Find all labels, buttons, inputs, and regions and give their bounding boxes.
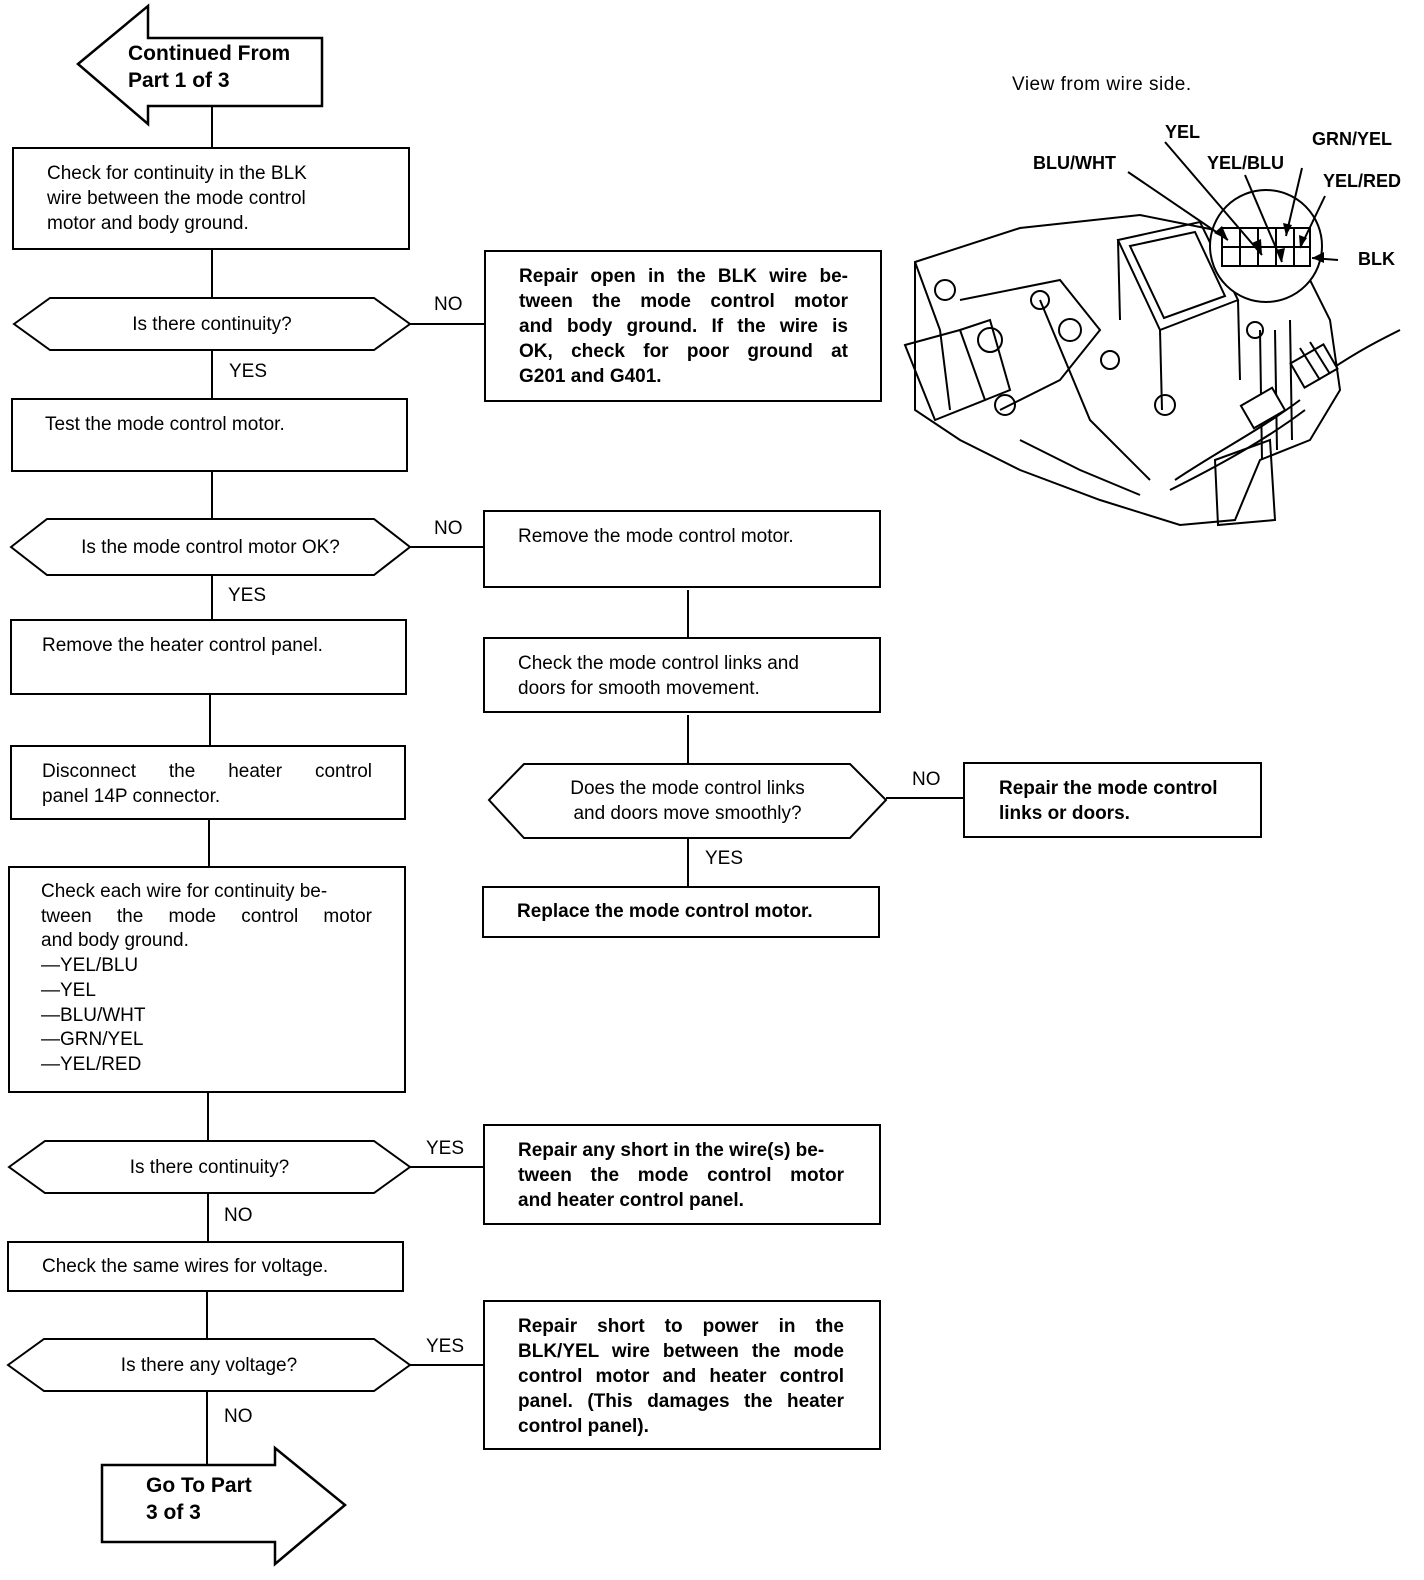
step-repair-short-to-power: Repair short to power in the BLK/YEL wir… bbox=[483, 1300, 881, 1450]
end-line2: 3 of 3 bbox=[146, 1501, 201, 1524]
step-line: Repair open in the BLK wire be- bbox=[519, 266, 848, 287]
step-line: wire between the mode control bbox=[47, 188, 306, 209]
start-arrow: Continued From Part 1 of 3 bbox=[128, 40, 290, 94]
branch-label-no: NO bbox=[224, 1205, 253, 1226]
step-test-motor: Test the mode control motor. bbox=[11, 398, 408, 472]
step-repair-blk-open: Repair open in the BLK wire be- tween th… bbox=[484, 250, 882, 402]
start-line2: Part 1 of 3 bbox=[128, 69, 230, 92]
start-arrow-shape bbox=[76, 3, 324, 127]
decision-links-move-smoothly: Does the mode control links and doors mo… bbox=[570, 778, 805, 824]
wire-label-blu-wht: BLU/WHT bbox=[1033, 153, 1116, 173]
step-line: Check the same wires for voltage. bbox=[42, 1256, 329, 1277]
step-line: Disconnect the heater control bbox=[42, 761, 372, 782]
decision-motor-ok: Is the mode control motor OK? bbox=[81, 537, 340, 558]
step-line: panel 14P connector. bbox=[42, 786, 221, 807]
step-check-blk-continuity: Check for continuity in the BLK wire bet… bbox=[12, 147, 410, 250]
step-remove-mode-motor: Remove the mode control motor. bbox=[483, 510, 881, 588]
branch-label-yes: YES bbox=[426, 1138, 465, 1159]
branch-label-no: NO bbox=[224, 1406, 253, 1427]
decision-shape bbox=[9, 518, 412, 576]
step-line: Test the mode control motor. bbox=[45, 414, 285, 435]
end-arrow-shape bbox=[100, 1445, 347, 1567]
step-check-voltage: Check the same wires for voltage. bbox=[7, 1241, 404, 1292]
decision-shape bbox=[487, 763, 888, 839]
wire-item: —YEL bbox=[41, 979, 96, 1001]
wire-item: —GRN/YEL bbox=[41, 1029, 144, 1051]
step-remove-heater-panel: Remove the heater control panel. bbox=[10, 619, 407, 695]
step-line: Check each wire for continuity be- bbox=[41, 881, 328, 902]
step-disconnect-connector: Disconnect the heater control panel 14P … bbox=[10, 745, 406, 820]
decision-is-there-continuity: Is there continuity? bbox=[132, 314, 292, 335]
step-line: and body ground. bbox=[41, 930, 189, 952]
branch-label-yes: YES bbox=[228, 585, 267, 606]
decision-shape bbox=[6, 1338, 412, 1392]
wire-item: —YEL/BLU bbox=[41, 955, 139, 977]
end-line1: Go To Part bbox=[146, 1474, 252, 1497]
wire-label-blk: BLK bbox=[1358, 249, 1395, 269]
step-line: tween the mode control motor bbox=[41, 905, 372, 927]
step-repair-short: Repair any short in the wire(s) be- twee… bbox=[483, 1124, 881, 1225]
decision-is-there-continuity-2: Is there continuity? bbox=[129, 1157, 290, 1178]
step-line: Remove the heater control panel. bbox=[42, 635, 323, 656]
step-line: Repair short to power in the bbox=[518, 1316, 844, 1337]
step-line: Check the mode control links and bbox=[518, 653, 799, 674]
step-line: panel. (This damages the heater bbox=[518, 1391, 844, 1412]
step-line: Repair the mode control bbox=[999, 778, 1218, 799]
decision-any-voltage: Is there any voltage? bbox=[120, 1355, 298, 1376]
step-line: motor and body ground. bbox=[47, 213, 249, 234]
step-line: BLK/YEL wire between the mode bbox=[518, 1341, 844, 1362]
wire-label-yel-blu: YEL/BLU bbox=[1207, 153, 1285, 173]
step-line: Replace the mode control motor. bbox=[517, 901, 813, 922]
step-line: and heater control panel. bbox=[518, 1190, 744, 1211]
step-line: tween the mode control motor bbox=[518, 1165, 844, 1186]
step-replace-mode-motor: Replace the mode control motor. bbox=[482, 886, 880, 938]
wire-label-grn-yel: GRN/YEL bbox=[1312, 129, 1393, 149]
branch-label-yes: YES bbox=[426, 1336, 465, 1357]
step-check-links: Check the mode control links and doors f… bbox=[483, 637, 881, 713]
step-repair-links: Repair the mode control links or doors. bbox=[963, 762, 1262, 838]
step-line: Check for continuity in the BLK bbox=[47, 163, 307, 184]
step-line: OK, check for poor ground at bbox=[519, 341, 848, 362]
step-line: doors for smooth movement. bbox=[518, 678, 760, 699]
decision-shape bbox=[7, 1140, 412, 1194]
branch-label-no: NO bbox=[434, 294, 463, 315]
figure-title: View from wire side. bbox=[1012, 74, 1192, 95]
step-line: Remove the mode control motor. bbox=[518, 526, 794, 547]
end-arrow: Go To Part 3 of 3 bbox=[146, 1472, 252, 1526]
start-line1: Continued From bbox=[128, 42, 291, 65]
branch-label-yes: YES bbox=[705, 848, 744, 869]
step-check-each-wire: Check each wire for continuity be- tween… bbox=[8, 866, 406, 1093]
wire-item: —YEL/RED bbox=[41, 1053, 142, 1075]
decision-shape bbox=[12, 297, 412, 351]
step-line: Repair any short in the wire(s) be- bbox=[518, 1140, 825, 1161]
step-line: control motor and heater control bbox=[518, 1366, 844, 1387]
wire-item: —BLU/WHT bbox=[41, 1004, 146, 1026]
branch-label-yes: YES bbox=[229, 361, 268, 382]
branch-label-no: NO bbox=[434, 518, 463, 539]
step-line: links or doors. bbox=[999, 803, 1130, 824]
wire-label-yel-red: YEL/RED bbox=[1323, 171, 1402, 191]
step-line: and body ground. If the wire is bbox=[519, 316, 848, 337]
mode-motor-illustration bbox=[903, 141, 1401, 527]
branch-label-no: NO bbox=[912, 769, 941, 790]
wire-label-yel: YEL bbox=[1165, 122, 1201, 142]
step-line: G201 and G401. bbox=[519, 366, 662, 387]
step-line: control panel). bbox=[518, 1416, 649, 1437]
step-line: tween the mode control motor bbox=[519, 291, 848, 312]
